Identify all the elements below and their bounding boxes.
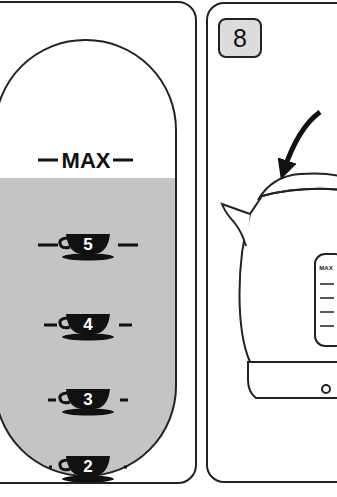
kettle <box>222 174 337 399</box>
cup-count: 4 <box>83 316 92 333</box>
kettle-spout <box>222 204 250 246</box>
gauge-max: MAX <box>319 265 332 271</box>
cup-count: 5 <box>83 236 92 253</box>
right-panel <box>207 3 337 482</box>
kettle-lid <box>258 174 337 201</box>
cup-count: 2 <box>83 458 92 475</box>
cup-marks <box>38 234 138 483</box>
gauge-window <box>315 254 337 346</box>
step-number: 8 <box>233 26 247 51</box>
step-number-box: 8 <box>218 18 262 58</box>
water-fill <box>0 178 176 476</box>
lid-rim <box>262 189 337 196</box>
switch-light <box>322 385 330 393</box>
fill-arrow <box>284 112 320 170</box>
cup-icon <box>49 456 127 483</box>
gauge-marks <box>320 284 334 326</box>
cup-icon <box>38 234 138 261</box>
cup-count: 3 <box>83 391 92 408</box>
kettle-base <box>248 362 337 398</box>
kettle-body <box>240 189 337 362</box>
water-window <box>0 40 176 476</box>
max-level: MAX <box>62 150 111 172</box>
cup-icon <box>48 389 128 416</box>
cup-icon <box>44 314 132 341</box>
